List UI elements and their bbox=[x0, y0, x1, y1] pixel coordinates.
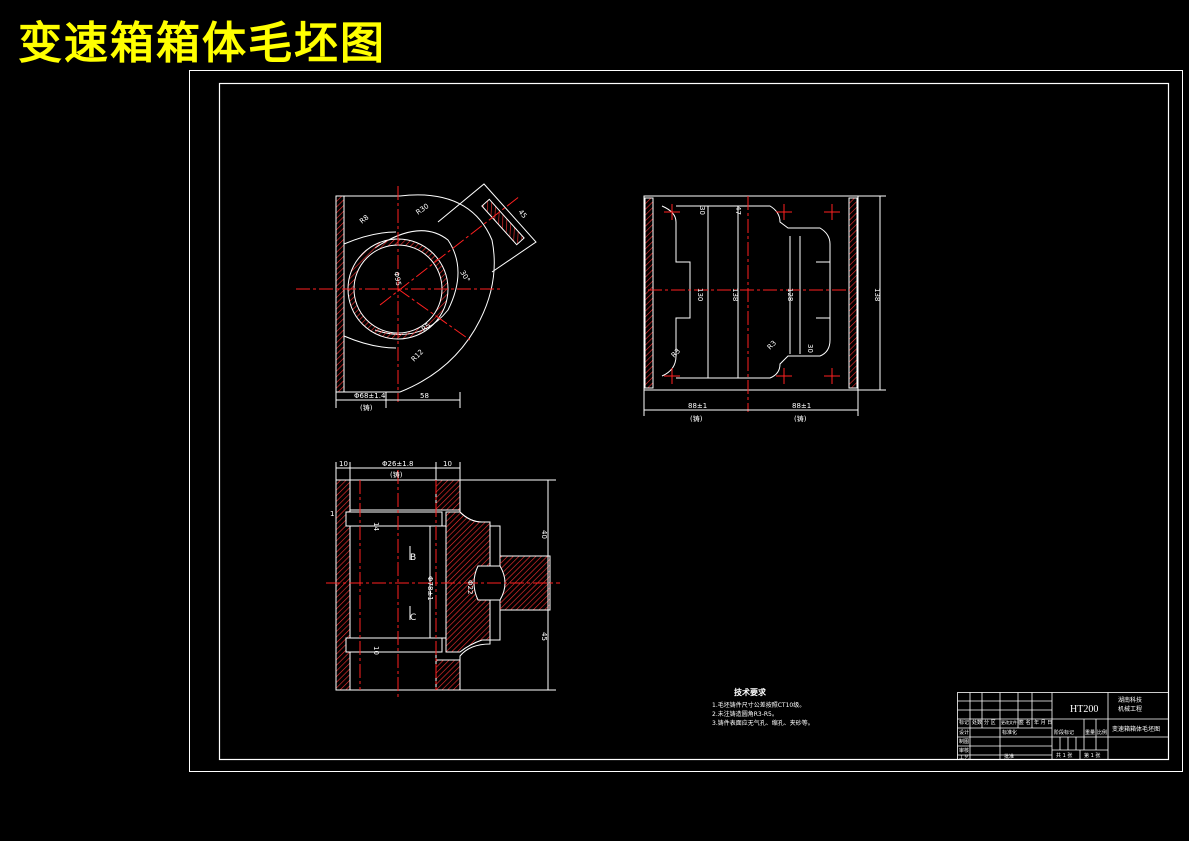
dim-side-base-right-sub: (铸) bbox=[794, 414, 807, 423]
dim-sec-middle: Φ78±1 bbox=[426, 576, 434, 601]
title-school: 湖南科技 bbox=[1118, 696, 1142, 704]
dim-sec-top-left: 10 bbox=[339, 460, 348, 468]
rev-col: 标记 bbox=[959, 719, 969, 726]
dim-45: 45 bbox=[516, 208, 528, 220]
title-drawing-name: 变速箱箱体毛坯图 bbox=[1112, 725, 1160, 733]
tech-requirements: 技术要求 1.毛坯铸件尺寸公差按照CT10级。 2.未注铸造圆角R3-R5。 3… bbox=[712, 687, 814, 727]
tech-item: 1.毛坯铸件尺寸公差按照CT10级。 bbox=[712, 701, 805, 709]
dim-top-b: 47 bbox=[734, 206, 742, 215]
title-block bbox=[957, 692, 1169, 760]
dim-side-base-left-sub: (铸) bbox=[690, 414, 703, 423]
dim-sec-top-mid-sub: (铸) bbox=[390, 470, 403, 479]
dim-dia95: Φ95 bbox=[392, 271, 402, 287]
dim-sec-step-a: 1 bbox=[330, 510, 334, 518]
side-view bbox=[643, 195, 886, 416]
dim-r-right: R3 bbox=[766, 339, 778, 351]
stage-label: 阶段标记 bbox=[1054, 729, 1074, 736]
dim-base-left: Φ68±1.4 bbox=[354, 392, 386, 400]
rev-col: 更改文件号 bbox=[1001, 719, 1021, 725]
weight-label: 重量 bbox=[1085, 729, 1095, 736]
approve-label: 批准 bbox=[1004, 753, 1014, 760]
dim-base-right: 58 bbox=[420, 392, 429, 400]
dim-mid-a: 130 bbox=[696, 288, 704, 301]
role-process: 工艺 bbox=[959, 755, 969, 761]
dim-r12: R12 bbox=[410, 348, 425, 363]
dim-bottom-small: 30 bbox=[806, 344, 814, 353]
scale-label: 比例 bbox=[1097, 729, 1107, 736]
dim-sec-right-b: 45 bbox=[540, 632, 548, 641]
dim-right: 138 bbox=[873, 288, 881, 301]
outer-frame bbox=[189, 70, 1183, 772]
dim-base-left-sub: (铸) bbox=[360, 403, 373, 412]
rev-col: 分 区 bbox=[984, 719, 996, 726]
dim-sec-top-mid: Φ26±1.8 bbox=[382, 460, 413, 468]
tech-item: 3.铸件表面应无气孔、缩孔、夹砂等。 bbox=[712, 719, 814, 727]
dim-sec-right-a: 40 bbox=[540, 530, 548, 539]
dim-side-base-right: 88±1 bbox=[792, 402, 811, 410]
page-title: 变速箱箱体毛坯图 bbox=[18, 18, 386, 69]
rev-col: 处数 bbox=[972, 719, 982, 726]
tech-heading: 技术要求 bbox=[734, 687, 767, 697]
sheet-no: 第 1 张 bbox=[1084, 752, 1100, 759]
role-review: 审核 bbox=[959, 747, 969, 754]
inner-frame bbox=[218, 82, 1170, 761]
dim-r30: R30 bbox=[415, 202, 431, 216]
role-draw: 制图 bbox=[959, 738, 969, 745]
front-view bbox=[296, 183, 537, 408]
label-c: C bbox=[410, 613, 416, 623]
dim-mid-c: 128 bbox=[786, 288, 794, 301]
dim-top-a: 30 bbox=[698, 206, 706, 215]
sheet-total: 共 1 张 bbox=[1056, 752, 1072, 759]
label-b: B bbox=[410, 553, 416, 563]
dim-side-base-left: 88±1 bbox=[688, 402, 707, 410]
section-view bbox=[326, 462, 560, 700]
dim-sec-bottom: 10 bbox=[372, 646, 380, 655]
dim-angle: 30° bbox=[458, 269, 471, 284]
section-view-dims: 10 Φ26±1.8 (铸) 10 1 14 Φ78±1 10 40 45 Φ2… bbox=[330, 460, 548, 655]
dim-sec-top-right: 10 bbox=[443, 460, 452, 468]
rev-col: 签 名 bbox=[1019, 719, 1031, 726]
dim-r-left: R3 bbox=[670, 347, 682, 359]
title-block-text: HT200 湖南科技 机械工程 变速箱箱体毛坯图 标记 处数 分 区 更改文件号… bbox=[959, 696, 1160, 761]
title-dept: 机械工程 bbox=[1118, 705, 1142, 713]
dim-mid-b: 138 bbox=[731, 288, 739, 301]
std-label: 标准化 bbox=[1002, 729, 1017, 736]
dim-r8: R8 bbox=[358, 213, 370, 225]
dim-sec-step-b: 14 bbox=[372, 522, 380, 531]
rev-col: 年 月 日 bbox=[1034, 719, 1052, 726]
tech-item: 2.未注铸造圆角R3-R5。 bbox=[712, 710, 778, 718]
role-design: 设计 bbox=[959, 729, 969, 736]
title-material: HT200 bbox=[1070, 704, 1098, 715]
dim-sec-boss: Φ22 bbox=[466, 580, 474, 594]
